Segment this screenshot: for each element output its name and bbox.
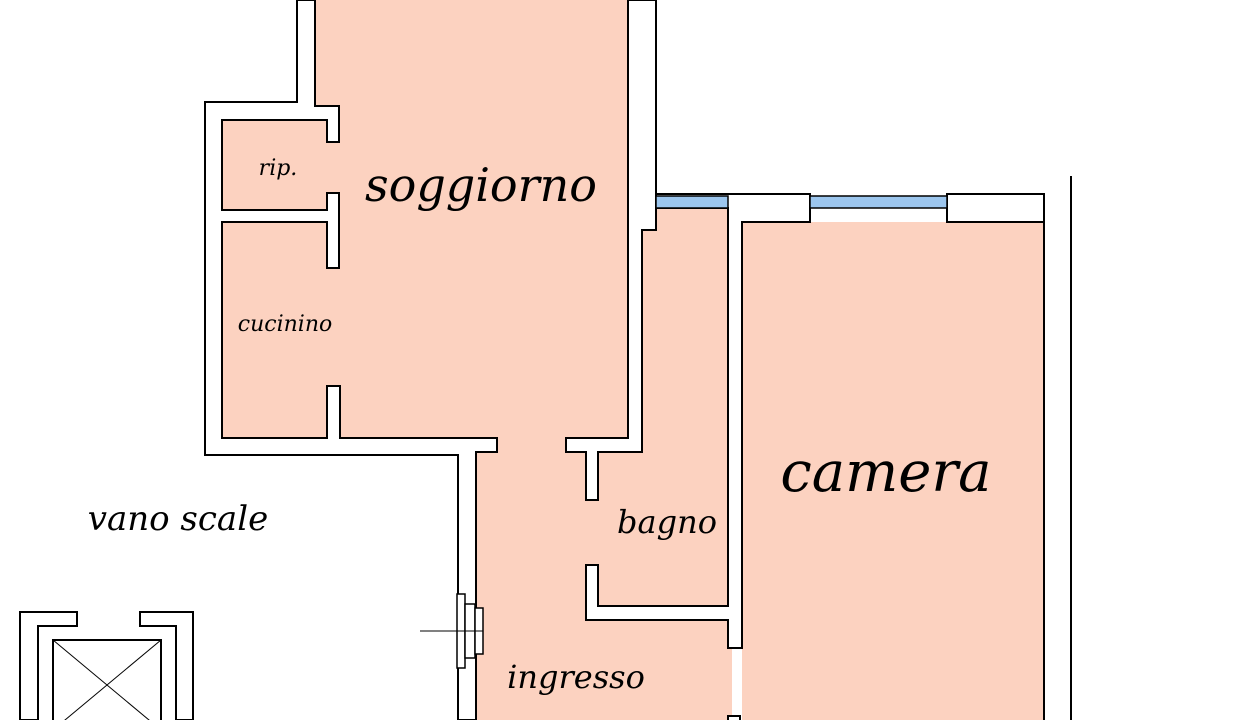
room-cucinino-fill [222, 222, 332, 438]
room-rip-fill [222, 120, 327, 210]
window-camera [809, 195, 948, 209]
room-camera-fill [742, 222, 1044, 720]
label-cucinino: cucinino [238, 312, 332, 337]
label-rip: rip. [259, 156, 298, 181]
shaft-outer-wall [19, 611, 78, 720]
shaft-car [52, 639, 162, 720]
wall-north-bagno [585, 193, 811, 649]
room-soggiorno-fill [315, 0, 628, 438]
wall-north-camera [946, 193, 1045, 223]
shaft-outer-wall-right [139, 611, 194, 720]
room-fills [222, 0, 1044, 720]
stair-shaft [19, 611, 194, 720]
wall-ingresso-stub [727, 715, 741, 720]
windows [655, 195, 948, 209]
label-bagno: bagno [617, 503, 717, 541]
label-vano-scale: vano scale [88, 499, 268, 539]
entrance-door [420, 593, 484, 669]
label-ingresso: ingresso [507, 658, 645, 696]
window-bagno [655, 195, 729, 209]
room-bagno-fill [640, 208, 728, 608]
label-soggiorno: soggiorno [365, 158, 597, 212]
wall-soggiorno-east [565, 0, 657, 501]
shaft-cross-b [64, 639, 162, 720]
label-camera: camera [780, 440, 991, 505]
